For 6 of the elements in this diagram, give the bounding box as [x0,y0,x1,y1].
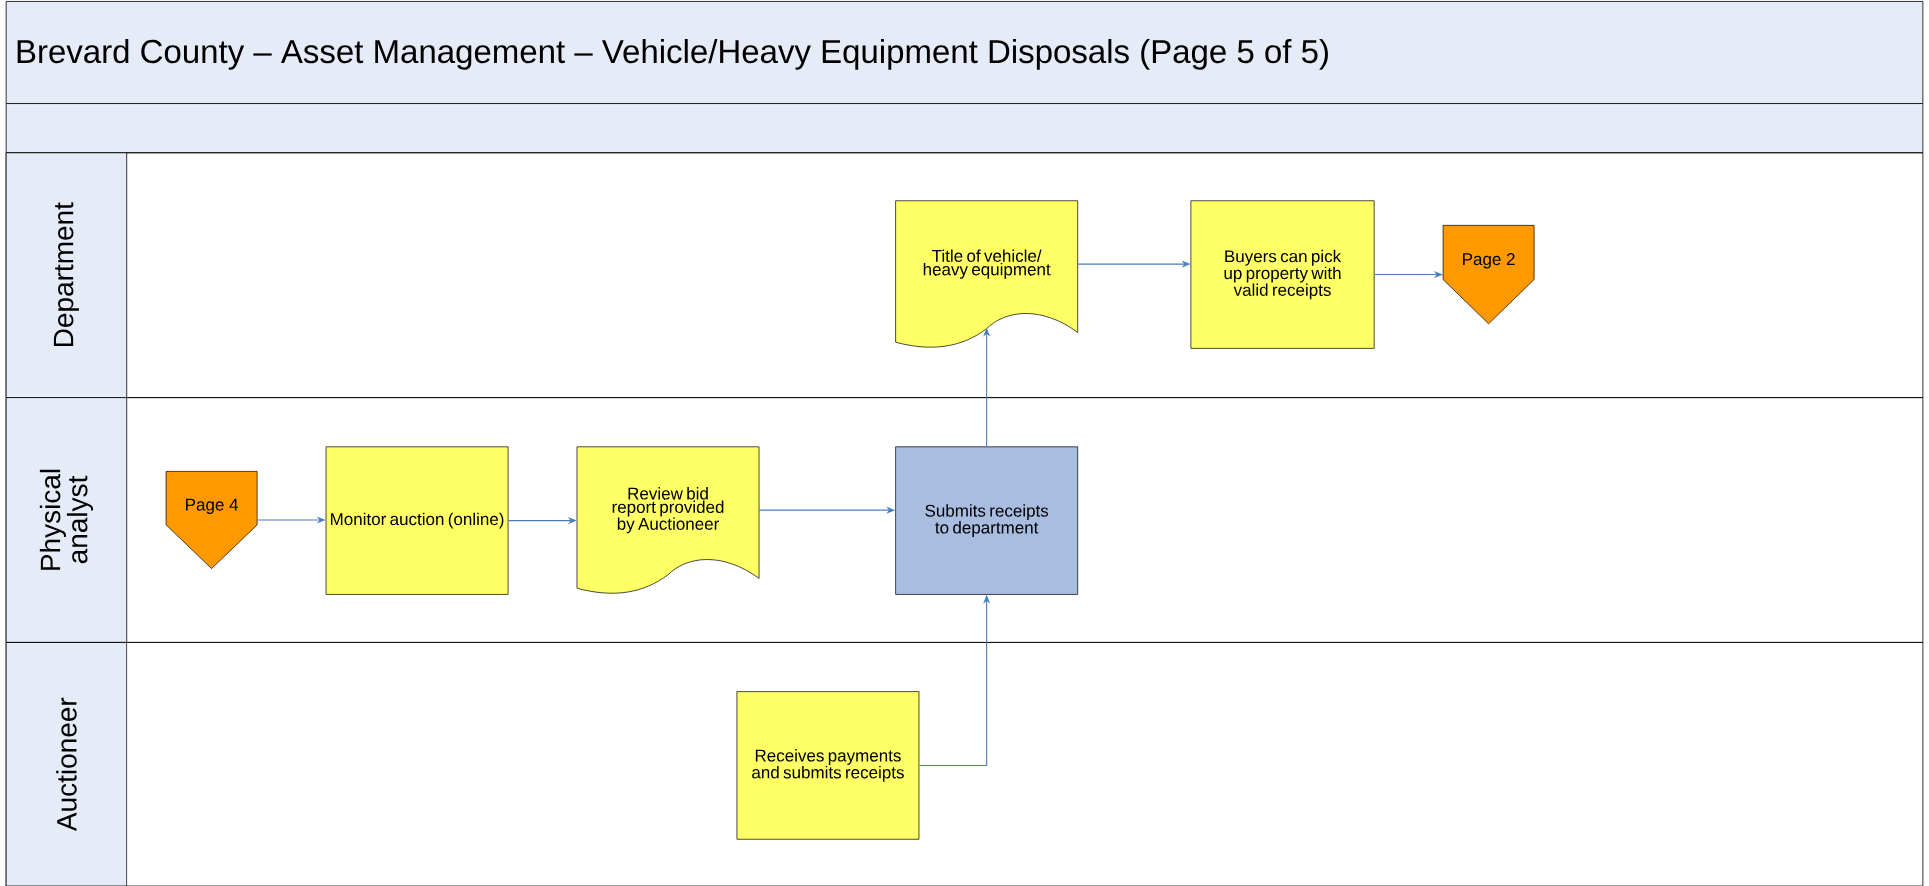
process-box: Receives payments and submits receipts [736,691,920,840]
off-page-connector: Page 4 [165,471,258,569]
process-box: Buyers can pick up property with valid receipts [1190,200,1375,349]
process-box: Monitor auction (online) [325,446,509,595]
off-page-connector: Page 2 [1442,225,1535,325]
process-box: Submits receipts to department [895,446,1079,595]
